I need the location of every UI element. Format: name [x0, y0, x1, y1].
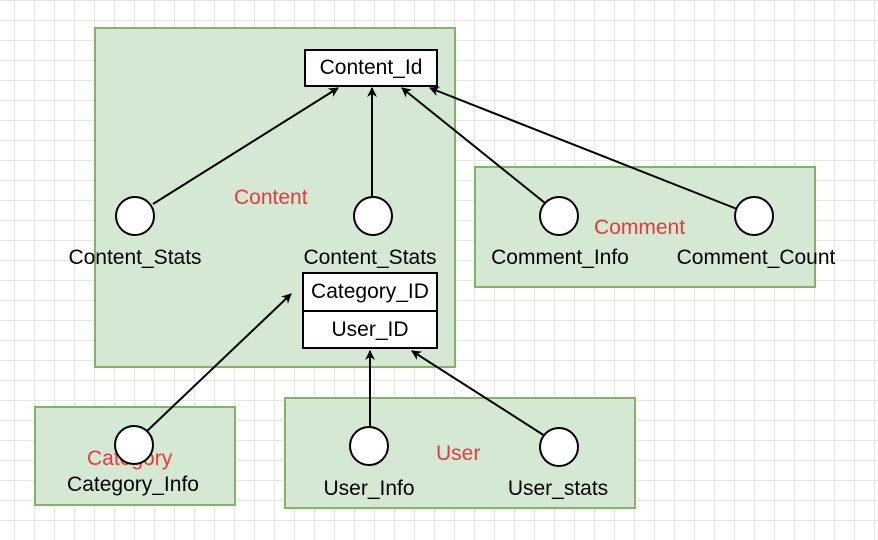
user-info-label: User_Info [323, 477, 415, 500]
arrow-user-stats-to-user-id [411, 350, 546, 437]
comment-count-label: Comment_Count [676, 246, 836, 269]
category-info-node [114, 425, 154, 465]
comment-info-node [539, 196, 579, 236]
content-id-box: Content_Id [304, 49, 438, 87]
arrow-content-stats-1-to-content-id [152, 87, 339, 205]
content-stats-1-node [115, 196, 155, 236]
comment-group-title: Comment [594, 216, 686, 239]
user-stats-label: User_stats [507, 477, 609, 500]
content-stats-2-label: Content_Stats [303, 246, 437, 269]
content-stats-1-label: Content_Stats [68, 246, 202, 269]
category-id-box: Category_ID [302, 272, 438, 312]
user-id-box: User_ID [302, 310, 438, 349]
arrow-comment-count-to-content-id [429, 86, 738, 210]
content-stats-2-node [353, 196, 393, 236]
arrow-category-info-to-category-id [145, 293, 292, 433]
comment-count-node [734, 196, 774, 236]
user-stats-node [539, 427, 579, 467]
user-group-title: User [436, 442, 481, 465]
content-group-title: Content [234, 186, 308, 209]
arrow-comment-info-to-content-id [401, 87, 546, 204]
comment-info-label: Comment_Info [491, 246, 629, 269]
category-info-label: Category_Info [67, 473, 199, 496]
user-info-node [349, 426, 389, 466]
